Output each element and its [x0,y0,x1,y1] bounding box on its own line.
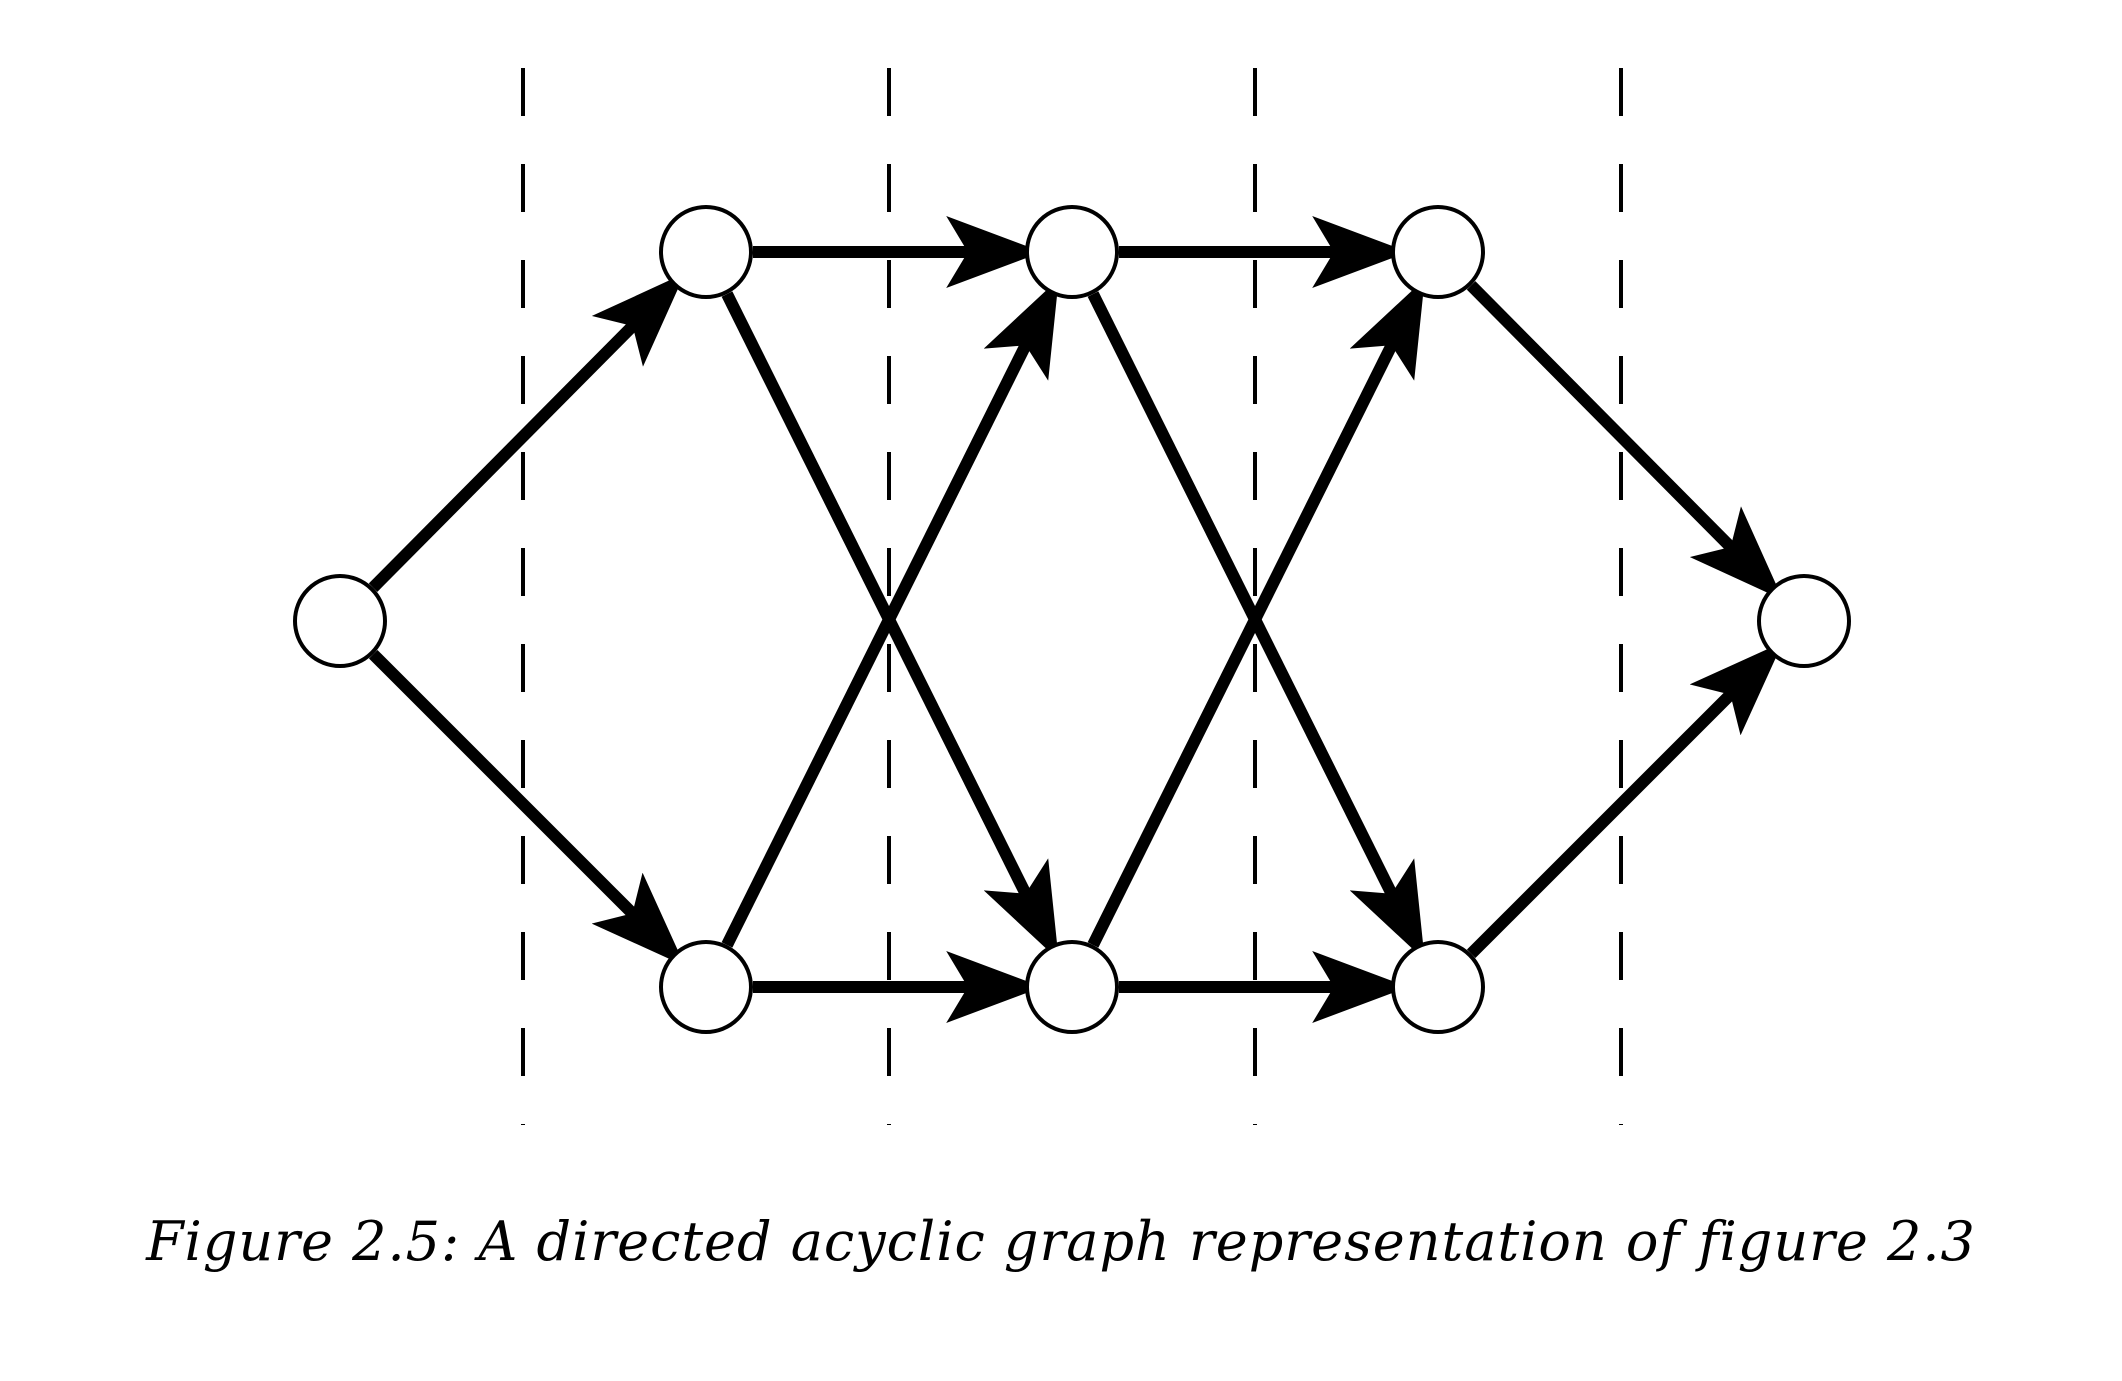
edge-source-to-top-1 [368,273,686,592]
node-source [293,574,387,668]
node-top-2 [1025,205,1119,299]
node-top-1 [659,205,753,299]
edge-bottom-1-to-top-2 [721,278,1059,948]
edge-source-to-bottom-1 [368,649,685,966]
edge-bottom-2-to-top-3 [1087,278,1425,948]
stage-separators [521,68,1623,1125]
graph-edges [368,216,1784,1023]
node-bottom-3 [1391,940,1485,1034]
node-sink [1757,574,1851,668]
node-bottom-2 [1025,940,1119,1034]
figure-caption: Figure 2.5: A directed acyclic graph rep… [146,1210,1976,1273]
edge-bottom-3-to-sink [1466,642,1783,959]
edge-top-3-to-sink [1466,281,1784,600]
node-top-3 [1391,205,1485,299]
graph-nodes [293,205,1851,1034]
node-bottom-1 [659,940,753,1034]
